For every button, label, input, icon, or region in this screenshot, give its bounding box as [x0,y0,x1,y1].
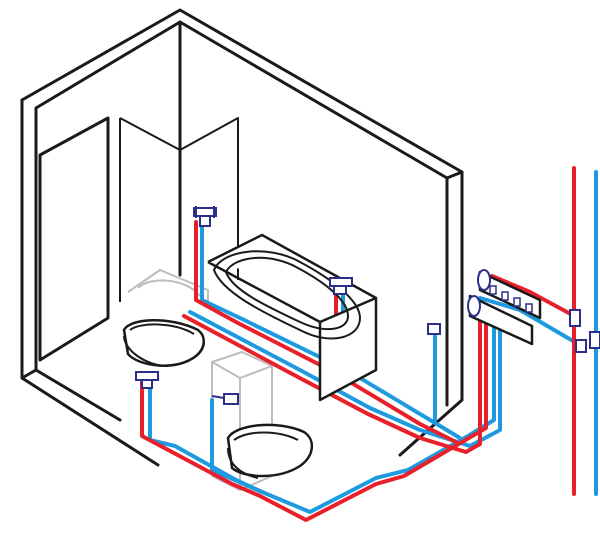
wall-valve [427,323,441,335]
bathtub-mixer [329,277,353,295]
toilet [226,423,313,479]
washbasin-tap [135,371,159,389]
room-walls [20,8,464,467]
toilet-valve [211,393,239,405]
shower-mixer [193,206,217,227]
manifold [467,269,542,346]
hot-water-pipes [140,166,580,522]
riser-connectors [569,309,600,353]
washbasin [122,319,205,367]
